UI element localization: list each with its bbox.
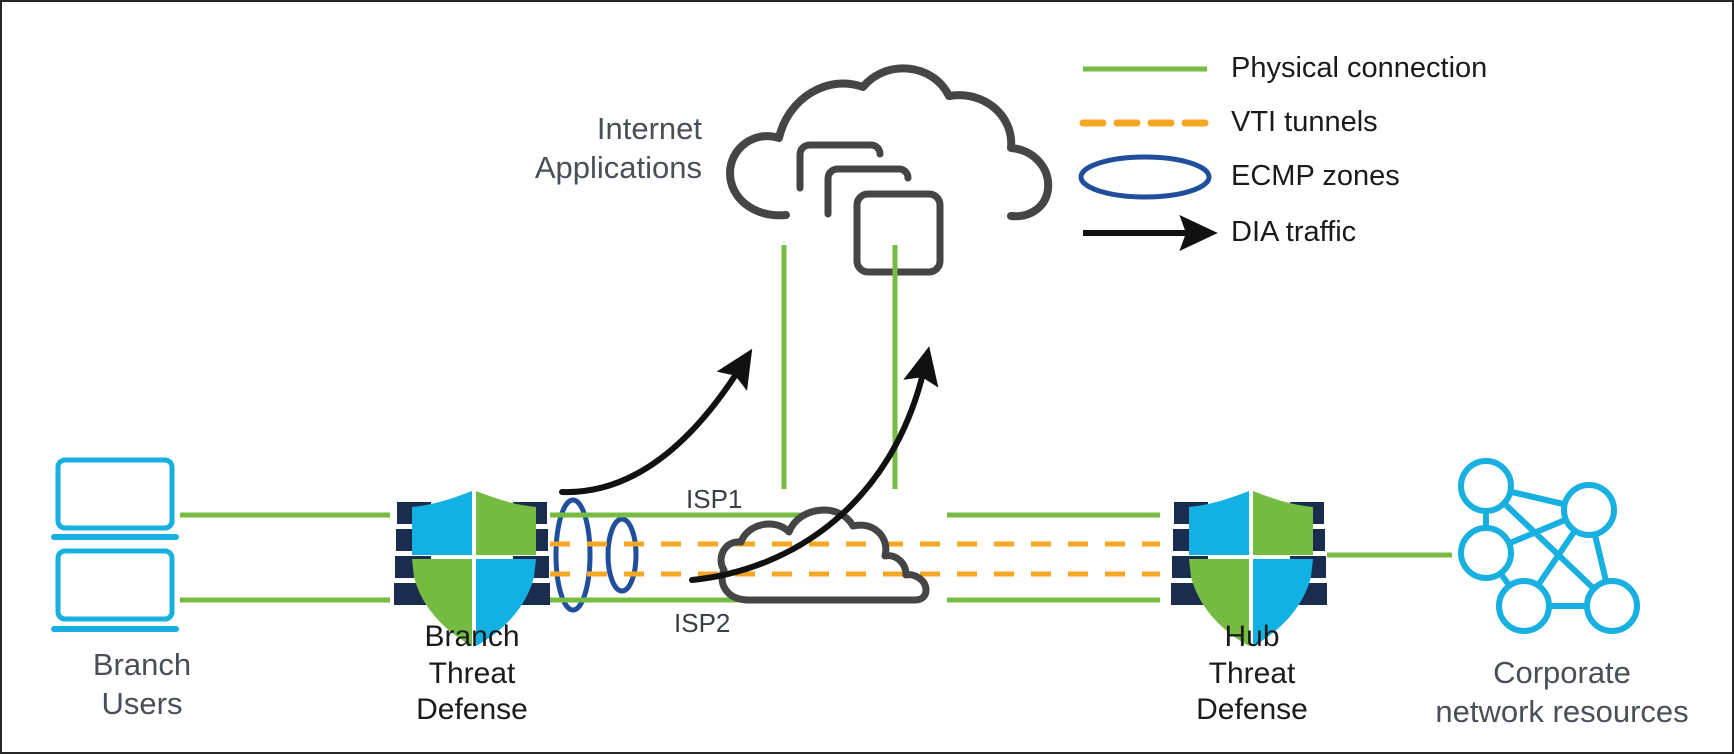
branch-threat-defense-icon [394,491,550,646]
corporate-network-resources-label: Corporate network resources [1435,655,1689,729]
internet-applications-label: Internet Applications [534,111,702,185]
corporate-network-mesh-icon [1458,458,1640,634]
hub-threat-defense-icon [1171,491,1327,646]
legend-glyphs [1078,66,1218,251]
legend-label-dia-traffic: DIA traffic [1231,216,1357,248]
hub-threat-defense-label: Hub Threat Defense [1196,620,1308,727]
legend-label-ecmp-zones: ECMP zones [1231,160,1400,192]
vti-tunnel-lines [550,541,1160,577]
link-branch-users-to-branch-ftd [180,512,390,603]
isp2-label: ISP2 [674,608,731,638]
isp-cloud-icon [717,506,930,604]
legend-ecmp-zones-glyph [1078,154,1212,200]
link-isp-cloud-to-hub-ftd [947,512,1160,603]
isp1-label: ISP1 [686,484,743,514]
legend-label-vti-tunnels: VTI tunnels [1231,106,1378,138]
legend-label-physical-connection: Physical connection [1231,52,1488,84]
branch-users-laptops-icon [51,457,179,632]
branch-threat-defense-label: Branch Threat Defense [416,620,528,727]
dia-traffic-arrows [559,346,939,583]
ecmp-zone-ellipses [553,497,639,613]
link-isp-to-internet-applications [781,245,898,489]
internet-applications-cloud-icon [726,64,1053,276]
branch-users-label: Branch Users [92,647,192,721]
